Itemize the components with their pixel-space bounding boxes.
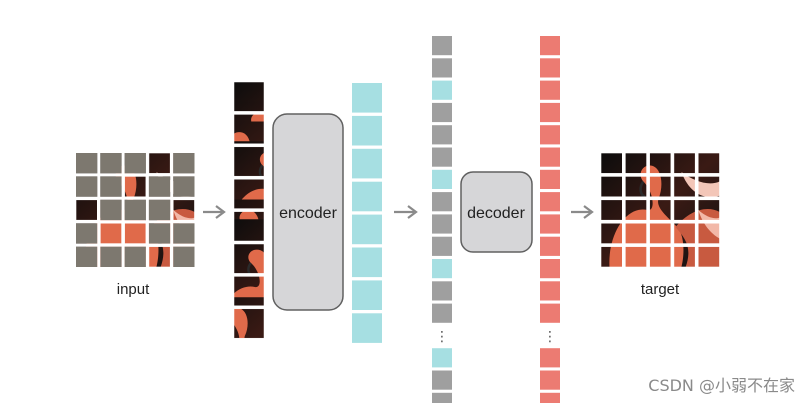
encoded-token [352, 83, 382, 113]
encoded-token [432, 169, 452, 189]
ellipsis: ⋮ [435, 329, 449, 345]
input-patch-grid [75, 152, 195, 268]
masked-patch [76, 153, 98, 174]
watermark: CSDN @小弱不在家 [648, 376, 795, 395]
token-sequence-column: ⋮ [432, 36, 452, 403]
encoded-token-column [352, 83, 382, 343]
masked-patch [173, 176, 195, 197]
mask-token [432, 102, 452, 123]
masked-patch [124, 199, 146, 221]
mask-token [432, 281, 452, 301]
masked-patch [100, 246, 122, 267]
masked-patch [148, 176, 171, 197]
encoder-block [272, 113, 344, 311]
ellipsis: ⋮ [543, 329, 557, 345]
mask-token [432, 125, 452, 145]
mask-token [432, 214, 452, 234]
decoded-token [540, 58, 560, 78]
arrow-right-icon [394, 205, 418, 219]
decoded-token [540, 192, 560, 212]
encoded-token [352, 280, 382, 310]
mask-token [432, 147, 452, 167]
encoded-token [432, 80, 452, 100]
decoded-token [540, 281, 560, 301]
masked-patch [124, 246, 146, 267]
visible-patch-strip [233, 81, 265, 339]
encoded-token [352, 214, 382, 245]
encoded-token [432, 259, 452, 279]
decoded-token [540, 303, 560, 323]
decoded-token [540, 259, 560, 279]
decoded-token [540, 348, 560, 368]
masked-patch [100, 153, 122, 174]
masked-patch [76, 223, 98, 244]
target-patch-grid [600, 152, 720, 268]
encoded-token [352, 247, 382, 278]
target-label: target [641, 281, 680, 298]
encoded-token [352, 181, 382, 212]
masked-patch [173, 246, 195, 267]
mask-token [432, 236, 452, 256]
encoded-token [352, 148, 382, 179]
encoded-token [432, 348, 452, 368]
masked-patch [173, 153, 195, 174]
mask-token [432, 36, 452, 56]
masked-patch [124, 153, 146, 174]
mask-token [432, 192, 452, 212]
input-label: input [117, 281, 150, 298]
mask-token [432, 58, 452, 78]
masked-patch [76, 246, 98, 267]
decoded-token [540, 102, 560, 123]
masked-patch [100, 199, 122, 221]
masked-patch [148, 199, 171, 221]
decoded-token [540, 147, 560, 167]
decoded-token [540, 169, 560, 189]
decoded-token [540, 36, 560, 56]
mask-token [432, 370, 452, 390]
decoded-token-column: ⋮ [540, 36, 560, 403]
decoded-token [540, 370, 560, 390]
masked-patch [148, 223, 171, 244]
masked-patch [173, 223, 195, 244]
masked-patch [100, 176, 122, 197]
decoded-token [540, 392, 560, 403]
arrow-right-icon [571, 205, 594, 219]
encoded-token [352, 115, 382, 146]
decoded-token [540, 236, 560, 256]
decoded-token [540, 214, 560, 234]
decoder-block [460, 171, 533, 253]
mask-token [432, 303, 452, 323]
encoded-token [352, 313, 382, 343]
decoder-label: decoder [467, 205, 525, 222]
decoded-token [540, 80, 560, 100]
masked-patch [76, 176, 98, 197]
arrow-right-icon [203, 205, 226, 219]
encoder-label: encoder [279, 205, 337, 222]
mask-token [432, 392, 452, 403]
decoded-token [540, 125, 560, 145]
